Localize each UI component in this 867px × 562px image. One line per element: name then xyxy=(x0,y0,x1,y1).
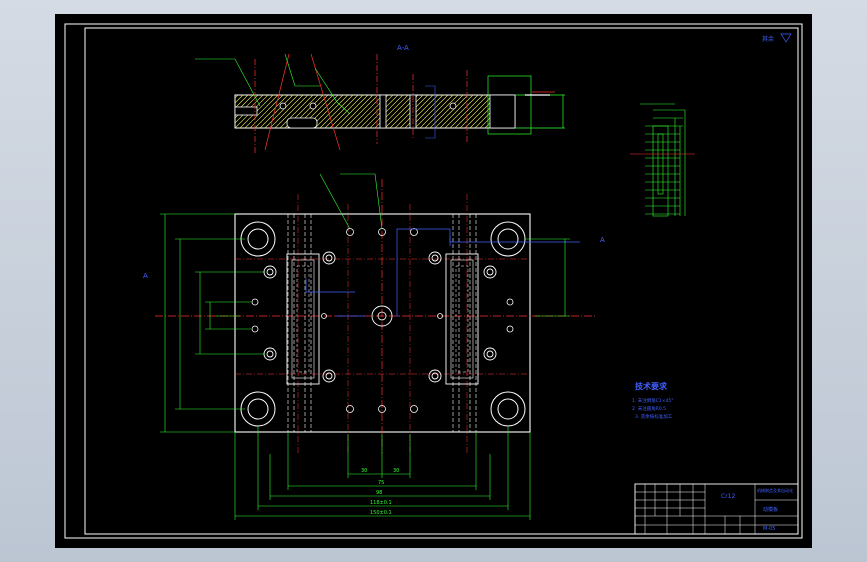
roughness-symbol-icon xyxy=(780,33,792,43)
outer-frame xyxy=(64,23,803,539)
title-part-name: 动模板 xyxy=(763,506,778,513)
title-school: 机械制造及其自动化 xyxy=(757,487,793,493)
cad-drawing: 其余 A-A xyxy=(64,23,803,539)
plate-outline xyxy=(234,213,531,433)
top-right-note: 其余 xyxy=(762,35,774,43)
sprue-hole xyxy=(371,305,393,327)
right-pocket xyxy=(445,253,479,385)
drawing-canvas[interactable]: 其余 A-A xyxy=(55,14,812,548)
section-view xyxy=(195,53,565,154)
dim-98: 98 xyxy=(376,490,382,496)
section-title: A-A xyxy=(397,44,409,52)
side-detail xyxy=(630,103,695,217)
dim-75: 75 xyxy=(378,480,384,486)
dimensions xyxy=(160,213,570,520)
tech-item-2: 2. 未注圆角R0.5 xyxy=(632,405,666,412)
plan-view xyxy=(155,173,595,454)
dim-30-left: 30 xyxy=(361,468,367,474)
pin-holes xyxy=(263,251,497,383)
dim-118: 118±0.1 xyxy=(370,500,392,506)
tech-requirements-title: 技术要求 xyxy=(635,381,668,391)
title-block: Cr12 机械制造及其自动化 动模板 M-05 xyxy=(634,483,799,535)
inner-frame xyxy=(84,27,799,535)
dim-150: 150±0.1 xyxy=(370,510,392,516)
title-drawing-no: M-05 xyxy=(763,526,775,532)
tech-item-1: 1. 未注倒角C1×45° xyxy=(632,397,673,404)
dim-30-right: 30 xyxy=(393,468,399,474)
title-material: Cr12 xyxy=(721,493,735,500)
tech-item-3: 3. 其余按标准加工 xyxy=(635,413,673,420)
left-pocket xyxy=(286,253,320,385)
section-marker-right: A xyxy=(600,236,605,244)
dimension-text: 30 30 75 98 118±0.1 150±0.1 xyxy=(361,468,399,516)
section-marker-left: A xyxy=(143,272,148,280)
guide-bushings xyxy=(240,221,526,427)
